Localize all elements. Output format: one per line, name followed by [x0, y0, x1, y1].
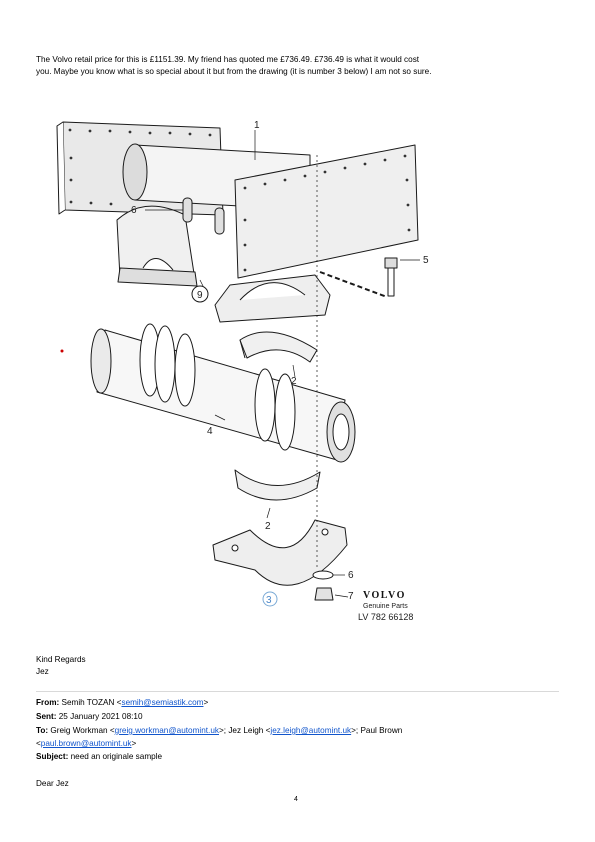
- label-1: 1: [254, 120, 260, 131]
- label-3: 3: [266, 595, 272, 606]
- label-6-lower: 6: [348, 570, 354, 581]
- to-recipient-4-open: <: [36, 739, 41, 748]
- signature-name: Jez: [36, 667, 49, 676]
- intro-line-2: you. Maybe you know what is so special a…: [36, 67, 432, 76]
- label-5: 5: [423, 255, 429, 266]
- label-7: 7: [348, 591, 354, 602]
- to-label: To:: [36, 726, 49, 735]
- to-email-link-3[interactable]: paul.brown@automint.uk: [40, 739, 132, 748]
- subject-label: Subject:: [36, 752, 69, 761]
- label-2-upper: 2: [291, 376, 297, 387]
- email-subject: Subject: need an originale sample: [36, 751, 162, 763]
- sent-value: 25 January 2021 08:10: [56, 712, 143, 721]
- email-to-continued: <paul.brown@automint.uk>: [36, 738, 136, 750]
- subject-value: need an originale sample: [68, 752, 163, 761]
- greeting: Dear Jez: [36, 779, 69, 788]
- to-recipient-3: >; Paul Brown: [351, 726, 403, 735]
- to-recipient-1: Greig Workman <: [48, 726, 115, 735]
- intro-line-1: The Volvo retail price for this is £1151…: [36, 55, 420, 64]
- parts-diagram: 1 5 6 9 2 4 2 3 6 7 VOLVO Genuine Parts …: [56, 120, 429, 620]
- label-9: 9: [197, 290, 203, 301]
- to-recipient-2: >; Jez Leigh <: [218, 726, 271, 735]
- from-end: >: [203, 698, 209, 707]
- genuine-parts-text: Genuine Parts: [363, 603, 408, 610]
- from-label: From:: [36, 698, 60, 707]
- volvo-logo: VOLVO: [363, 590, 406, 601]
- to-recipient-4-close: >: [131, 739, 137, 748]
- part-code: LV 782 66128: [358, 612, 413, 620]
- to-email-link-2[interactable]: jez.leigh@automint.uk: [270, 726, 352, 735]
- label-2-lower: 2: [265, 521, 271, 532]
- label-6-upper: 6: [131, 205, 137, 216]
- email-to: To: Greig Workman <greig.workman@automin…: [36, 725, 402, 737]
- page-number: 4: [294, 796, 298, 803]
- to-email-link-1[interactable]: greig.workman@automint.uk: [114, 726, 219, 735]
- email-separator: [36, 691, 559, 692]
- kind-regards: Kind Regards: [36, 655, 86, 664]
- sent-label: Sent:: [36, 712, 57, 721]
- label-4: 4: [207, 426, 213, 437]
- from-name: Semih TOZAN <: [59, 698, 122, 707]
- from-email-link[interactable]: semih@semiastik.com: [121, 698, 204, 707]
- email-from: From: Semih TOZAN <semih@semiastik.com>: [36, 697, 208, 709]
- email-sent: Sent: 25 January 2021 08:10: [36, 711, 143, 723]
